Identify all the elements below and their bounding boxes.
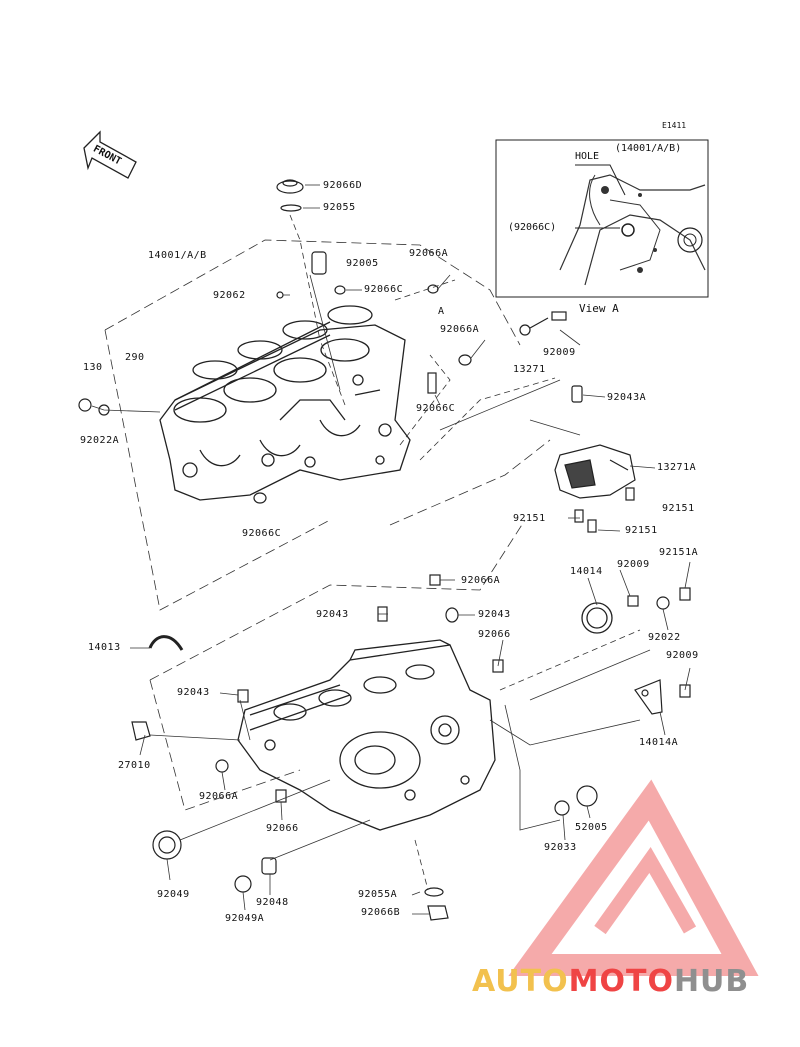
part-label: 14014: [570, 566, 603, 577]
part-label: 92066C: [242, 528, 282, 539]
inset-hole-label: HOLE: [575, 151, 600, 162]
part-label: 13271A: [657, 462, 697, 473]
part-label: 290: [125, 352, 145, 363]
part-label: 92043A: [607, 392, 647, 403]
part-label: 92049A: [225, 913, 265, 924]
round-cover: [581, 602, 613, 634]
part-label: 92151: [625, 525, 658, 536]
part-label: 14014A: [639, 737, 679, 748]
part-label: 92066A: [461, 575, 501, 586]
part-label: 92151: [662, 503, 695, 514]
part-label: 92043: [478, 609, 511, 620]
watermark-logo: AUTOMOTOHUB: [472, 964, 749, 1004]
part-label: 92066B: [361, 907, 401, 918]
part-label: 52005: [575, 822, 608, 833]
part-label: 92066A: [440, 324, 480, 335]
part-label: 92066C: [416, 403, 456, 414]
inset-part-ref: (14001/A/B): [615, 143, 682, 154]
part-label: 92055A: [358, 889, 398, 900]
view-a-label: View A: [579, 302, 619, 315]
watermark-auto: AUTO: [472, 964, 569, 999]
part-label: 92005: [346, 258, 379, 269]
part-label: 92009: [666, 650, 699, 661]
view-marker: A: [438, 306, 445, 317]
part-label: 92048: [256, 897, 289, 908]
front-arrow: [83, 130, 137, 179]
part-label: 14013: [88, 642, 121, 653]
watermark-hub: HUB: [673, 964, 750, 999]
part-label: 92066C: [364, 284, 404, 295]
separator-plate: [554, 444, 636, 499]
diagram-code: E1411: [662, 121, 687, 130]
part-label: 92043: [316, 609, 349, 620]
part-label: 92066A: [409, 248, 449, 259]
part-label: 92049: [157, 889, 190, 900]
part-label: 92043: [177, 687, 210, 698]
part-label: 92066A: [199, 791, 239, 802]
part-label: 92062: [213, 290, 246, 301]
part-label: 130: [83, 362, 103, 373]
part-label: 92066: [478, 629, 511, 640]
part-label: 92055: [323, 202, 356, 213]
part-label: 92066D: [323, 180, 363, 191]
watermark-moto: MOTO: [568, 964, 674, 999]
bracket: [634, 679, 663, 715]
part-label: 14001/A/B: [148, 250, 207, 261]
part-label: 92066: [266, 823, 299, 834]
part-label: 92033: [544, 842, 577, 853]
part-label: 92151: [513, 513, 546, 524]
inset-view-a: [495, 139, 709, 298]
part-label: 92022: [648, 632, 681, 643]
inset-oring-ref: (92066C): [508, 222, 557, 233]
upper-crankcase: [159, 305, 411, 501]
part-label: 27010: [118, 760, 151, 771]
watermark-triangle: [508, 779, 759, 976]
part-label: 13271: [513, 364, 546, 375]
part-label: 92009: [543, 347, 576, 358]
part-label: 92151A: [659, 547, 699, 558]
leader-lines: [91, 184, 691, 915]
part-label: 92022A: [80, 435, 120, 446]
lower-crankcase: [237, 639, 496, 831]
part-label: 92009: [617, 559, 650, 570]
